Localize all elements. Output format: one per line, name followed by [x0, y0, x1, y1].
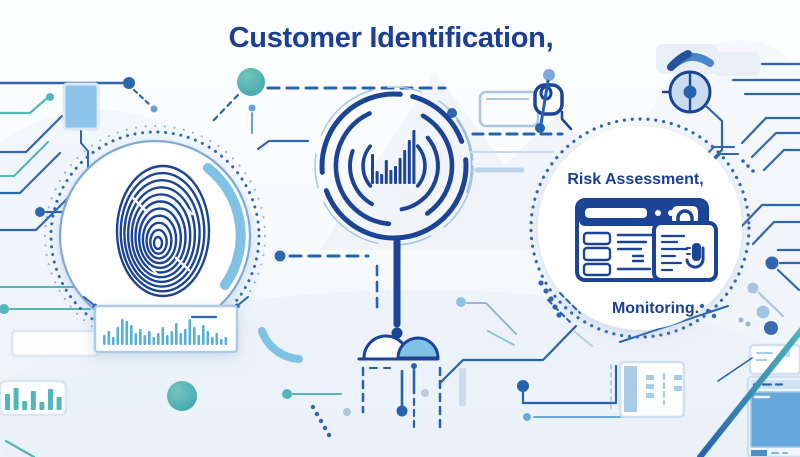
fingerprint-icon — [115, 164, 211, 298]
gauge-icon — [656, 44, 760, 114]
accent-dot-light — [756, 305, 770, 319]
mini-bars-icon — [5, 388, 62, 410]
mini-bar-chart — [0, 379, 68, 417]
node-dot-right — [765, 256, 779, 270]
dashed-diagonals-circle — [547, 292, 593, 347]
risk-assessment-label: Risk Assessment, — [567, 171, 704, 188]
waveform-panel — [83, 296, 249, 354]
id-card-text-lines — [660, 234, 689, 272]
dot-trail-circle-bottom — [538, 280, 717, 319]
magnifier-rings — [319, 91, 469, 241]
waveform-chart-icon — [103, 319, 228, 345]
magnifier-feature — [314, 86, 474, 339]
gradient-diagonal-line — [697, 326, 800, 457]
fingerprint-ridge-breaks — [131, 196, 194, 275]
node-dot-right-pale — [747, 282, 759, 294]
person-desk-icon — [469, 69, 573, 173]
dot-trail-top-right — [741, 159, 755, 173]
teal-accent-circle-bottom-left — [167, 381, 197, 411]
circuit-traces-top-right — [702, 62, 800, 172]
gray-dot — [738, 317, 744, 323]
risk-monitoring-feature — [529, 117, 751, 339]
cloud-data-icon — [357, 334, 442, 430]
circuit-traces-right — [739, 203, 800, 318]
teal-node-top — [209, 68, 447, 151]
fingerprint-feature — [43, 124, 267, 354]
browser-id-card-icon — [575, 198, 718, 282]
dashed-connector-mid — [258, 250, 370, 363]
gray-dot — [745, 321, 751, 327]
monitor-mockup-icon — [746, 375, 800, 457]
magnifier-bar-chart-icon — [371, 130, 416, 184]
stamp-pen-icon — [692, 243, 701, 261]
dashboard-mockups-bottom-right — [618, 326, 800, 457]
accent-dot-navy — [764, 321, 778, 335]
page-title: Customer Identification, — [228, 22, 554, 54]
browser-text-lines — [616, 233, 654, 271]
monitoring-label: Monitoring. — [611, 300, 700, 317]
